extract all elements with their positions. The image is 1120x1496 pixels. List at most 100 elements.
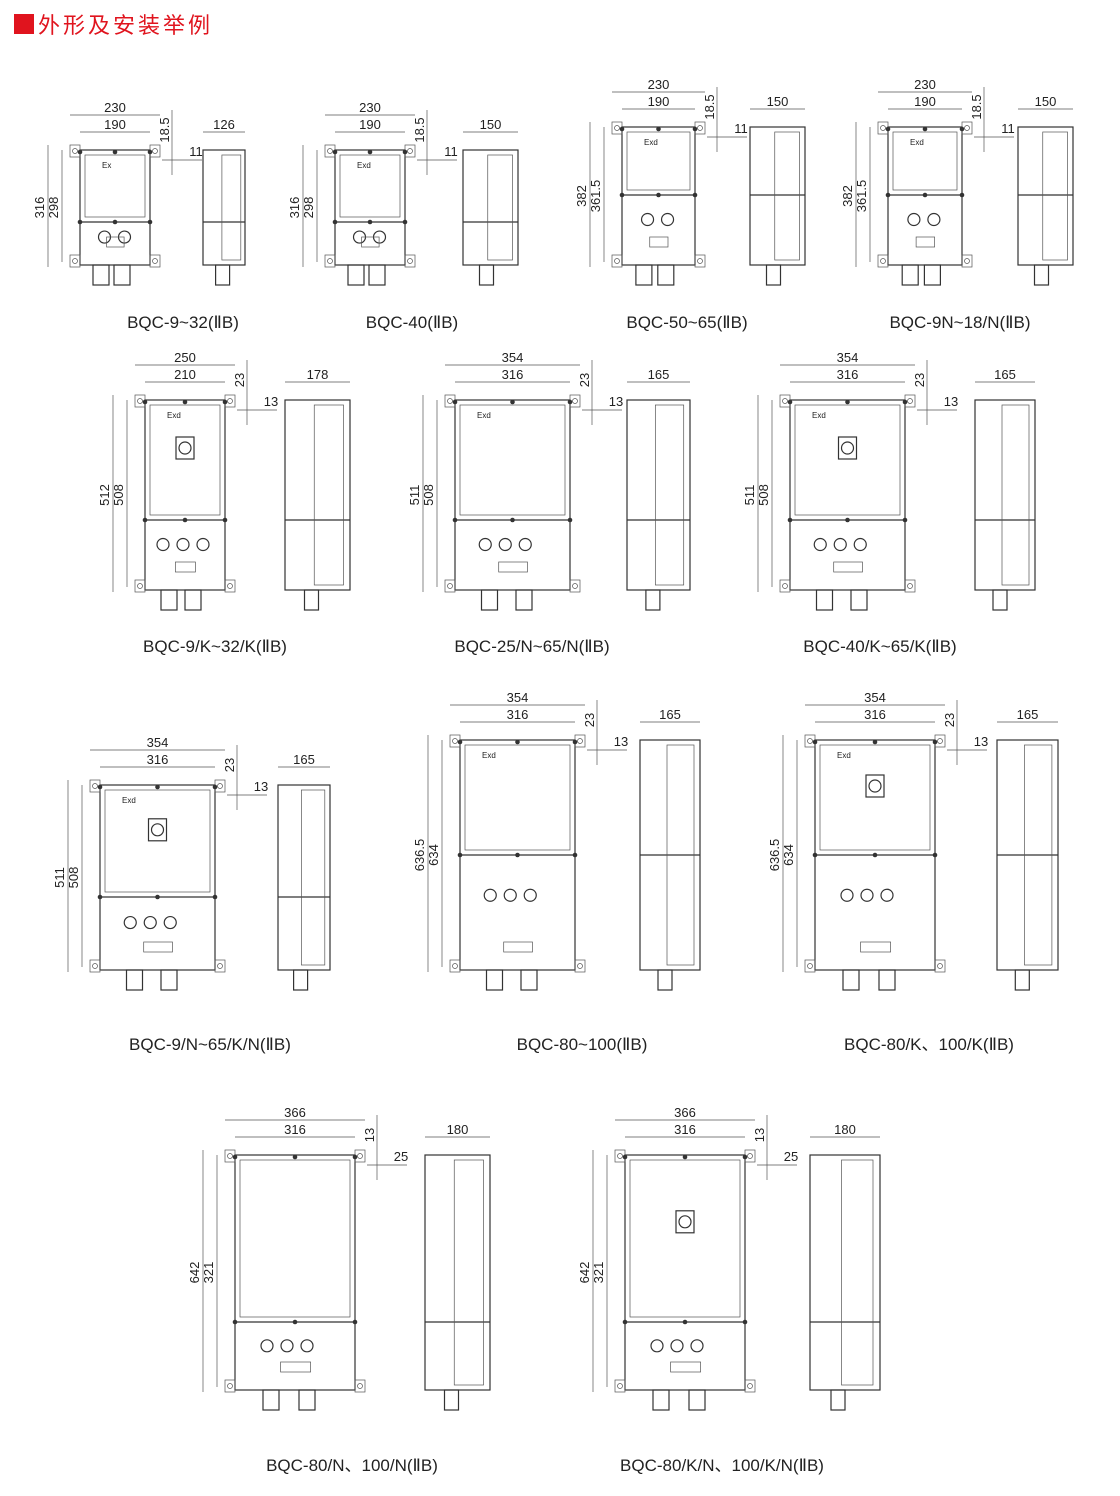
mounting-hole-icon [964, 258, 970, 264]
side-cover [487, 154, 513, 261]
rotary-switch-icon [675, 1210, 695, 1234]
diagram-caption: BQC-80/N、100/N(ⅡB) [266, 1456, 438, 1475]
dimension-width-inner: 316 [147, 752, 169, 767]
bolt-icon [292, 1154, 298, 1160]
bolt-icon [77, 149, 83, 155]
push-button-icon [518, 537, 532, 552]
dimension-height-outer: 382 [840, 185, 855, 207]
dimension-width-outer: 230 [648, 77, 670, 92]
bolt-icon [147, 149, 153, 155]
dimension-height-outer: 511 [407, 485, 422, 506]
bolt-icon [692, 126, 698, 132]
push-button-icon [483, 888, 497, 902]
bolt-icon [142, 399, 148, 405]
cable-gland [480, 589, 499, 611]
mounting-hole-icon [137, 583, 143, 589]
push-button-icon [156, 537, 170, 552]
push-button-icon [143, 915, 157, 930]
dimension-height-outer: 316 [32, 197, 47, 219]
mounting-ear [224, 1379, 236, 1393]
mounting-ear [569, 579, 581, 593]
dimension-offset-a: 18.5 [702, 94, 717, 119]
dimension-offset-a: 13 [752, 1128, 767, 1142]
dimension-height-inner: 508 [111, 484, 126, 506]
dimension-offset-a: 18.5 [969, 94, 984, 119]
diagram-caption: BQC-25/N~65/N(ⅡB) [454, 637, 609, 656]
dimension-height-inner: 361.5 [854, 180, 869, 213]
dimension-depth: 180 [447, 1122, 469, 1137]
push-button-icon [670, 1339, 684, 1353]
bolt-icon [845, 517, 850, 523]
mounting-ear [934, 959, 946, 973]
push-button-icon [478, 537, 492, 552]
bolt-icon [155, 894, 160, 900]
dimension-offset-b: 13 [974, 734, 988, 749]
nameplate-window [175, 561, 196, 573]
dimension-width-outer: 230 [914, 77, 936, 92]
dimension-width-outer: 354 [837, 350, 859, 365]
mounting-hole-icon [227, 398, 233, 404]
dimension-width-outer: 354 [147, 735, 169, 750]
bolt-icon [622, 1319, 628, 1325]
mounting-ear [89, 959, 101, 973]
dimension-offset-b: 11 [734, 121, 748, 136]
mounting-ear [69, 254, 81, 268]
push-button-icon [880, 888, 894, 902]
diagram-caption: BQC-40/K~65/K(ⅡB) [803, 637, 956, 656]
side-cover [666, 744, 695, 966]
nameplate-window [915, 236, 935, 248]
bolt-icon [452, 399, 458, 405]
diagram-caption: BQC-80/K/N、100/K/N(ⅡB) [620, 1456, 824, 1475]
mounting-ear [134, 579, 146, 593]
mounting-ear [214, 959, 226, 973]
dimension-width-inner: 190 [648, 94, 670, 109]
mounting-hole-icon [452, 738, 458, 744]
mounting-hole-icon [614, 258, 620, 264]
dimension-offset-a: 18.5 [412, 117, 427, 142]
side-enclosure [809, 1154, 881, 1391]
bolt-icon [656, 192, 661, 198]
cable-gland [652, 1389, 670, 1411]
dimension-depth: 165 [994, 367, 1016, 382]
nameplate-window [498, 561, 528, 573]
mounting-hole-icon [137, 398, 143, 404]
front-enclosure [789, 399, 906, 591]
bolt-icon [872, 739, 878, 745]
mounting-hole-icon [407, 258, 413, 264]
dimension-offset-a: 23 [582, 713, 597, 727]
push-button-icon [176, 537, 190, 552]
mounting-hole-icon [937, 963, 943, 969]
bolt-icon [572, 739, 578, 745]
mounting-ear [404, 254, 416, 268]
dimension-height-outer: 636.5 [767, 839, 782, 872]
mounting-ear [354, 1379, 366, 1393]
rotary-switch-icon [147, 818, 168, 842]
front-enclosure [144, 399, 226, 591]
bolt-icon [232, 1319, 238, 1325]
mounting-hole-icon [572, 583, 578, 589]
diagram-caption: BQC-9/N~65/K/N(ⅡB) [129, 1035, 291, 1054]
bolt-icon [922, 192, 928, 198]
cable-gland [92, 264, 110, 286]
mounting-hole-icon [92, 783, 98, 789]
cable-gland [688, 1389, 706, 1411]
bolt-icon [682, 1154, 688, 1160]
bolt-icon [515, 852, 520, 858]
front-enclosure [79, 149, 151, 266]
cable-gland [298, 1389, 316, 1411]
ex-marking: Exd [482, 751, 496, 760]
dimension-height-outer: 636.5 [412, 839, 427, 872]
mounting-ear [611, 254, 623, 268]
bolt-icon [147, 219, 153, 225]
mounting-hole-icon [577, 738, 583, 744]
mounting-ear [224, 579, 236, 593]
push-button-icon [907, 212, 921, 227]
dimension-offset-b: 13 [614, 734, 628, 749]
side-cover [301, 789, 326, 966]
bolt-icon [959, 192, 965, 198]
ex-marking: Exd [167, 411, 181, 420]
bolt-icon [787, 517, 793, 523]
